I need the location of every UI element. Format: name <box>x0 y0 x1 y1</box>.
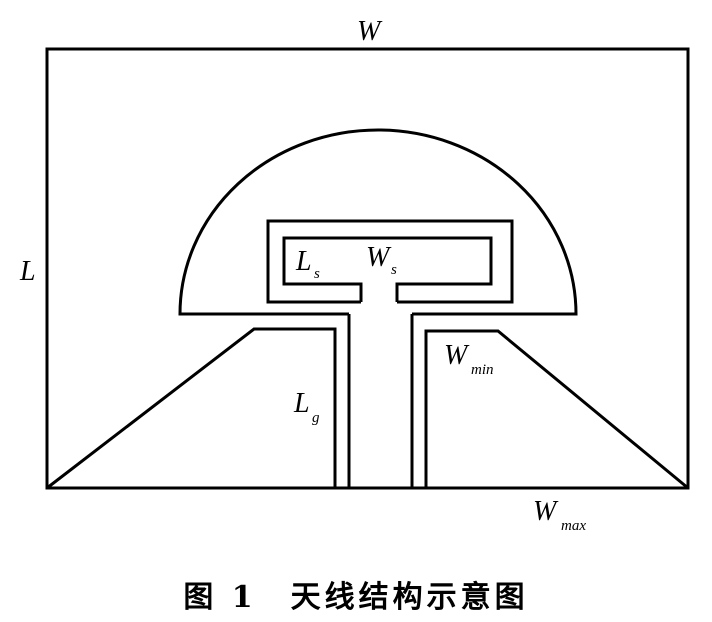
label-lg-sub: g <box>312 410 320 426</box>
label-w: W <box>357 16 383 47</box>
slot-inner-outline <box>282 236 493 302</box>
ground-plane-left <box>46 327 337 490</box>
label-wmax: W <box>533 496 559 527</box>
label-lg: L <box>293 388 310 419</box>
feed-line-outline <box>347 314 414 488</box>
slot-outer-outline <box>266 219 514 304</box>
figure-title: 天线结构示意图 <box>290 580 529 615</box>
label-ls: L <box>295 246 312 277</box>
substrate-outline <box>45 47 690 490</box>
figure-number: 图 1 <box>183 580 257 615</box>
label-ws-sub: s <box>391 262 397 278</box>
label-l: L <box>19 256 36 287</box>
label-wmin: W <box>444 340 470 371</box>
label-wmax-sub: max <box>561 518 586 534</box>
figure-caption: 图 1 天线结构示意图 <box>0 572 712 616</box>
label-ls-sub: s <box>314 266 320 282</box>
label-ws: W <box>366 242 392 273</box>
ground-plane-right <box>424 329 689 490</box>
label-wmin-sub: min <box>471 362 494 378</box>
radiating-patch-outline <box>178 128 578 316</box>
antenna-structure-diagram: W L L s W s L g W min W max <box>19 16 690 534</box>
